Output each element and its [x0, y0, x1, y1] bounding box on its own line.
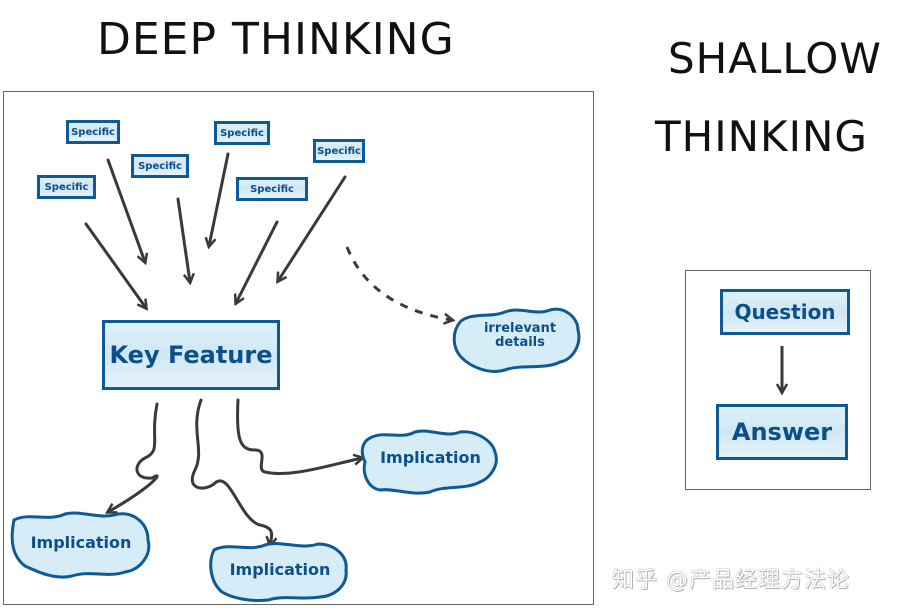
arrow-specific-1 — [84, 222, 146, 308]
specific-box-3: Specific — [214, 121, 270, 145]
specific-box-1: Specific — [66, 120, 120, 144]
question-box: Question — [720, 289, 850, 335]
arrow-implication-right — [236, 398, 362, 476]
shallow-thinking-title-line2: THINKING — [655, 112, 868, 161]
implication-label-left: Implication — [30, 533, 132, 552]
arrow-specific-5 — [236, 220, 279, 303]
cloud-implication-left — [10, 511, 151, 579]
specific-box-5: Specific — [37, 175, 96, 199]
specific-box-2: Specific — [131, 154, 189, 178]
shallow-thinking-title-line1: SHALLOW — [668, 34, 882, 83]
arrow-implication-left — [108, 402, 159, 512]
answer-box: Answer — [716, 404, 848, 460]
arrow-specific-6 — [278, 175, 347, 281]
implication-label-right: Implication — [380, 448, 481, 467]
key-feature-box: Key Feature — [102, 320, 280, 390]
arrow-specific-2 — [106, 158, 145, 262]
dashed-arrow-irrelevant — [345, 246, 452, 320]
arrow-specific-3 — [176, 197, 190, 282]
irrelevant-details-label: irrelevant details — [483, 321, 557, 350]
specific-box-6: Specific — [236, 177, 308, 201]
arrow-specific-4 — [209, 152, 230, 246]
watermark: 知乎 @产品经理方法论 — [612, 568, 850, 593]
cloud-implication-right — [360, 429, 498, 495]
cloud-irrelevant — [452, 307, 581, 373]
deep-thinking-title: DEEP THINKING — [97, 14, 455, 65]
arrow-implication-middle — [191, 398, 271, 545]
cloud-implication-middle — [209, 542, 348, 602]
specific-box-4: Specific — [313, 139, 365, 163]
implication-label-middle: Implication — [229, 560, 331, 579]
